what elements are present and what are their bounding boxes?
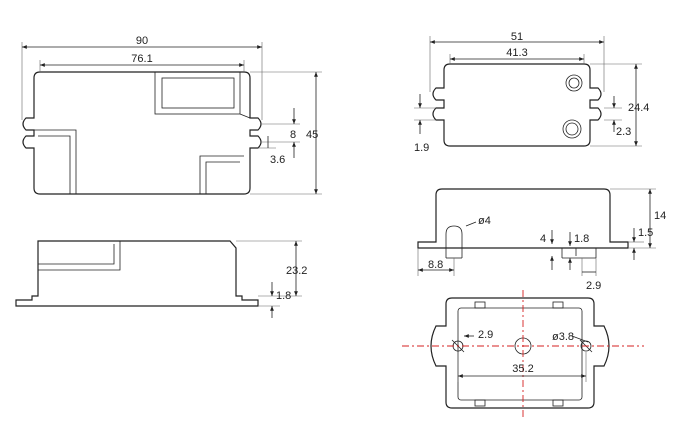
slot-bl <box>474 399 486 407</box>
dim-slot-1-8: 1.8 <box>574 233 589 245</box>
dim-inner-width-small: 41.3 <box>506 47 527 59</box>
side-step <box>38 241 121 271</box>
dim-width-90: 90 <box>136 35 148 47</box>
dim-base-1-8: 1.8 <box>276 290 291 302</box>
side-step-inner <box>38 244 115 265</box>
bottom-outline <box>430 297 610 409</box>
large-side-view: 23.2 1.8 <box>15 240 307 318</box>
dim-height-24: 24.4 <box>628 102 649 114</box>
slot-tr <box>552 301 564 309</box>
small-side-outline <box>417 188 629 249</box>
small-hole-top <box>565 74 583 92</box>
dim-hole-offset: 2.9 <box>478 329 493 341</box>
dim-offset-8-8: 8.8 <box>428 259 443 271</box>
slot-br <box>552 399 564 407</box>
dim-slot-4: 4 <box>540 233 546 245</box>
slot-tl <box>474 301 486 309</box>
small-side-view: ø4 14 1.5 8.8 4 1.8 2.9 <box>417 188 666 292</box>
dim-hole-diameter: ø3.8 <box>552 331 574 343</box>
dim-slot-2-9: 2.9 <box>586 280 601 292</box>
right-inner-block-inner <box>205 161 240 194</box>
label-window <box>154 71 241 115</box>
dim-width-51: 51 <box>511 31 523 43</box>
right-inner-block <box>199 155 244 194</box>
large-side-outline <box>15 240 259 307</box>
bottom-inner-rect <box>457 307 583 401</box>
small-hole-bottom <box>562 119 582 139</box>
label-window-inner <box>161 77 235 109</box>
dim-tab-1-5: 1.5 <box>638 227 653 239</box>
small-plan-view: 51 41.3 24.4 2.3 1.9 <box>414 31 649 154</box>
dim-gap-small: 1.9 <box>414 142 429 154</box>
dim-tab-gap: 8 <box>290 129 296 141</box>
dim-height-23: 23.2 <box>286 265 307 277</box>
small-bottom-view: 35.2 2.9 ø3.8 <box>402 290 644 420</box>
dim-inner-width: 76.1 <box>131 53 152 65</box>
boss-4 <box>445 225 463 248</box>
dim-boss: ø4 <box>478 215 491 227</box>
large-plan-view: 90 76.1 45 8 3.6 <box>21 35 322 195</box>
small-plan-outline <box>432 63 602 147</box>
window-step <box>239 113 251 119</box>
dim-height-14: 14 <box>654 210 666 222</box>
left-inner-block-inner <box>38 135 71 194</box>
left-inner-block <box>34 129 77 194</box>
dim-hole-spacing: 35.2 <box>512 363 533 375</box>
dim-tab-small: 2.3 <box>616 126 631 138</box>
large-plan-outline <box>22 71 262 195</box>
dim-height-45: 45 <box>306 129 318 141</box>
dim-tab-width: 3.6 <box>270 154 285 166</box>
